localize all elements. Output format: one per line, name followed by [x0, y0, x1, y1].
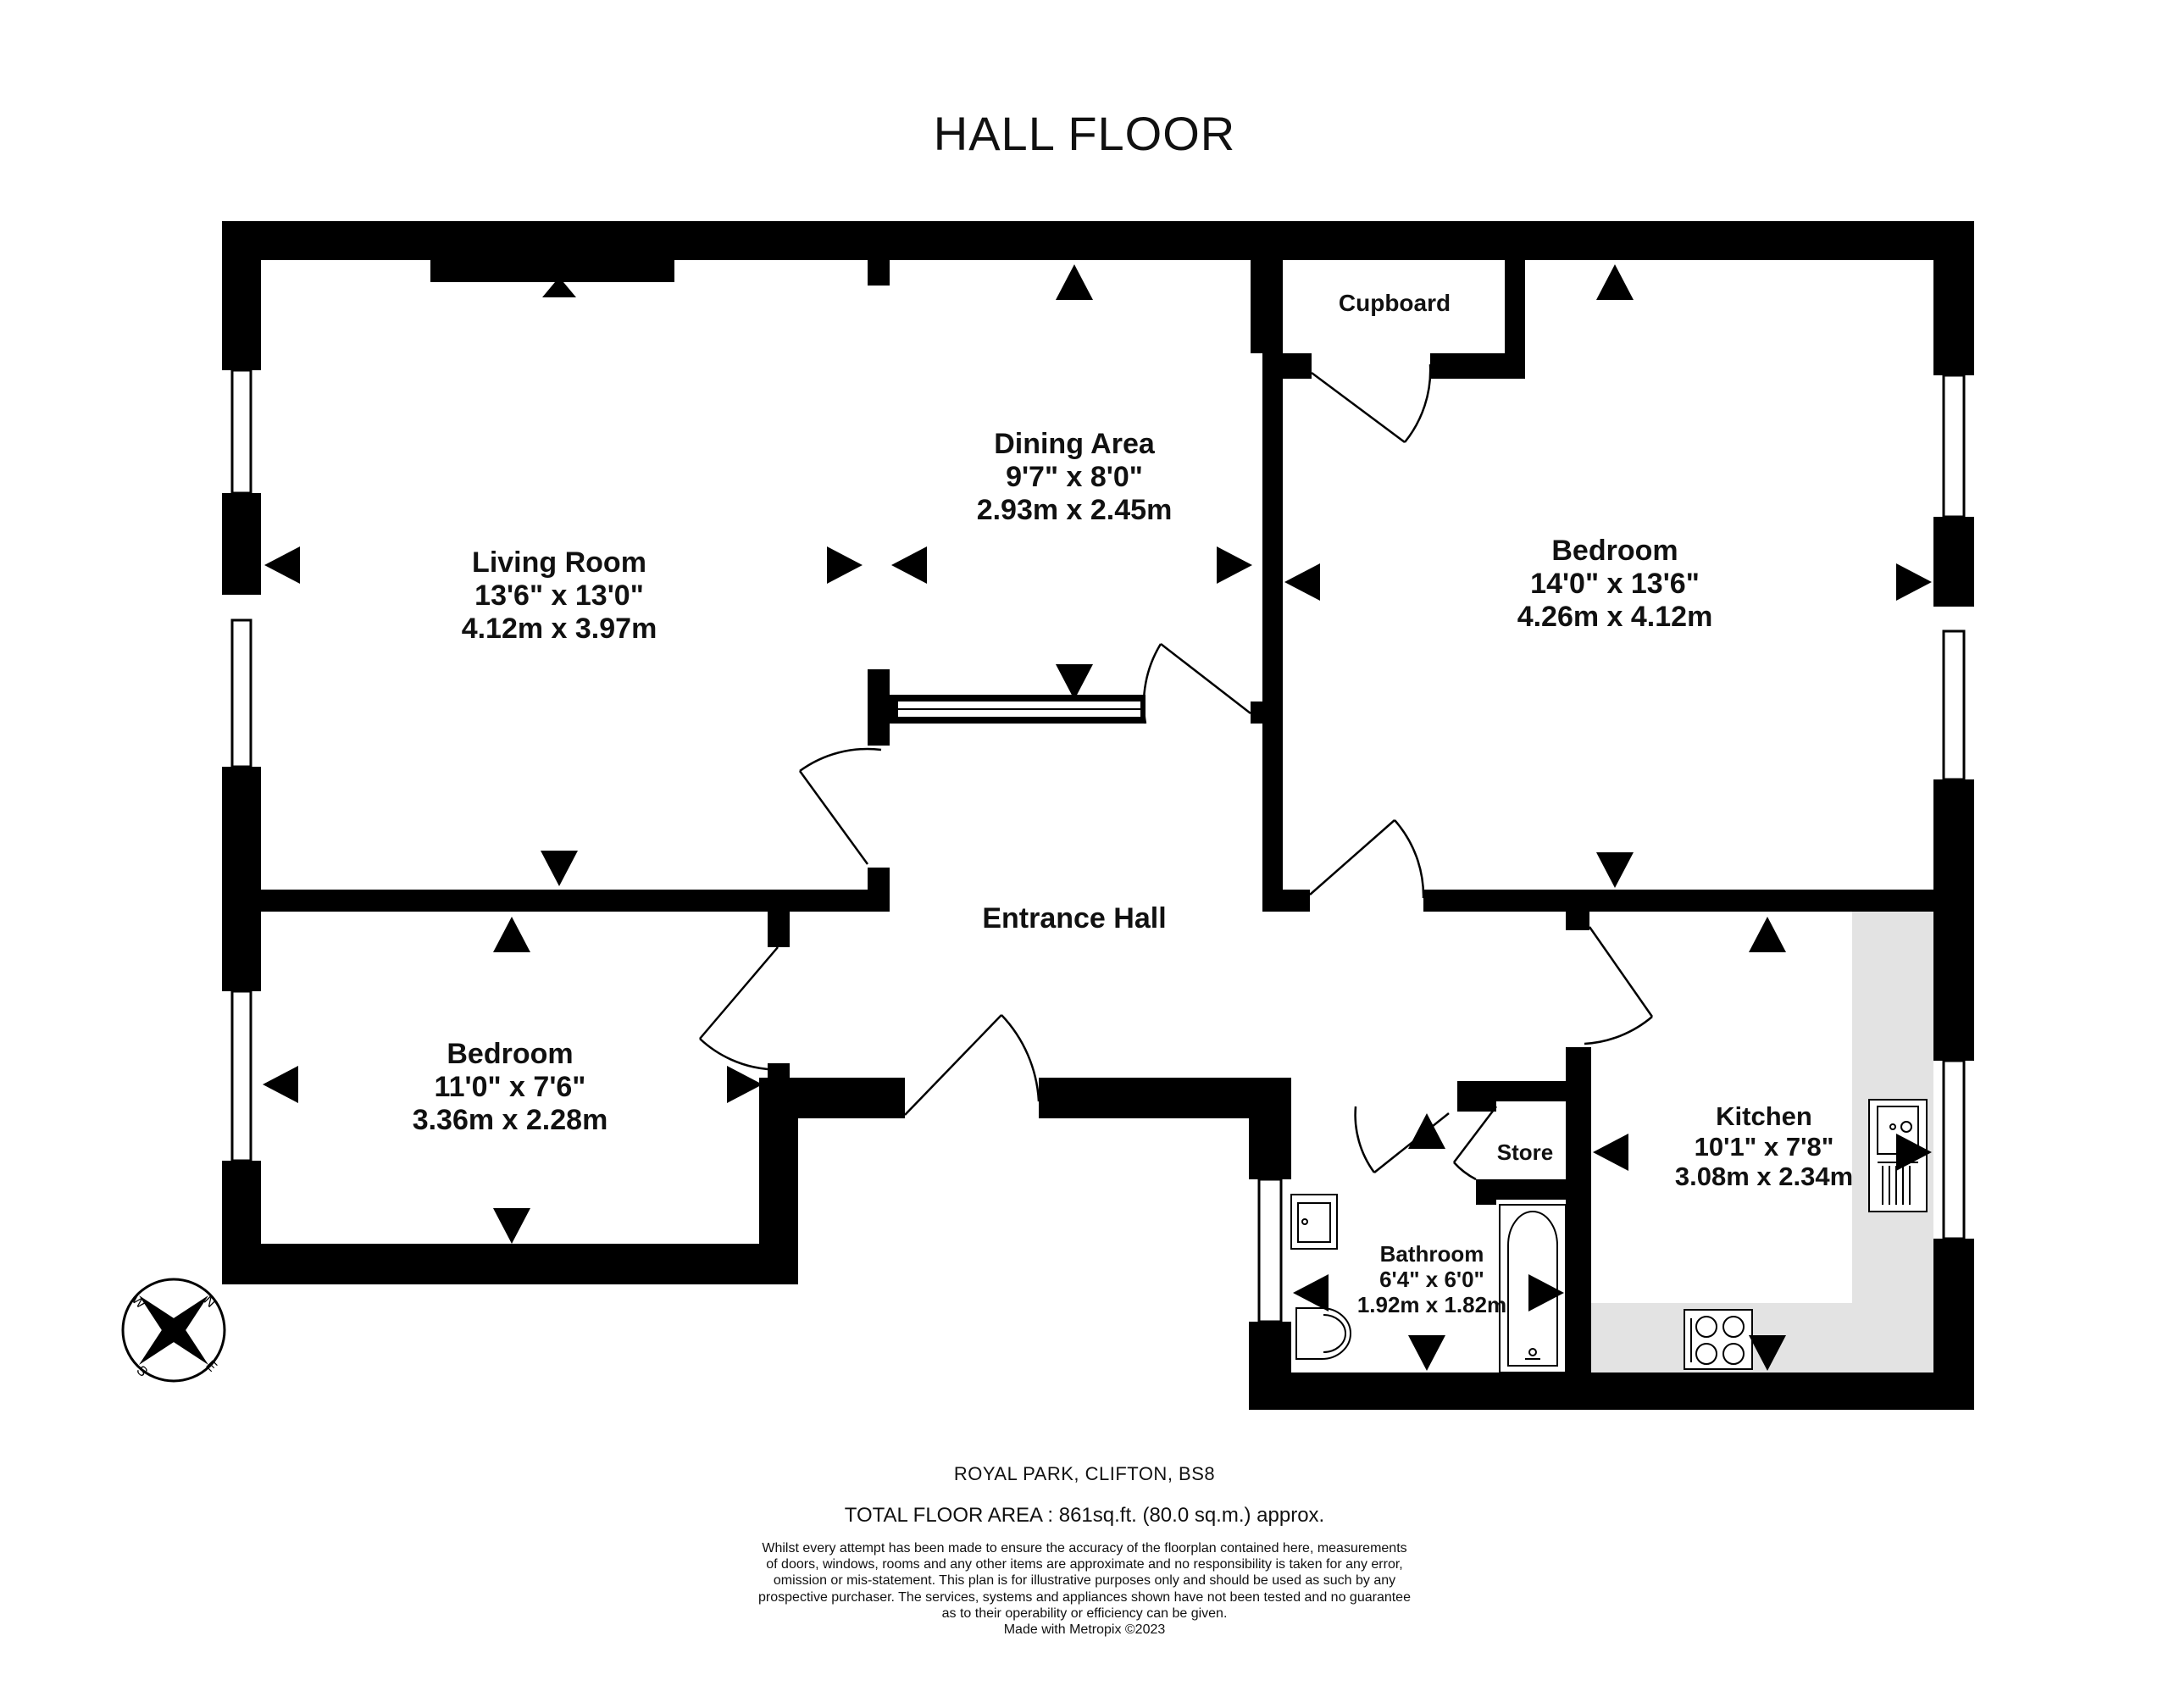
room-dimensions-metric: 3.36m x 2.28m: [412, 1104, 608, 1137]
room-label-bedroom-main: Bedroom 14'0" x 13'6" 4.26m x 4.12m: [1517, 535, 1713, 634]
compass-w: W: [129, 1292, 148, 1312]
room-label-bedroom-small: Bedroom 11'0" x 7'6" 3.36m x 2.28m: [413, 1038, 608, 1137]
room-dimensions-imperial: 14'0" x 13'6": [1530, 568, 1700, 601]
room-name: Kitchen: [1716, 1101, 1812, 1131]
room-dimensions-metric: 4.12m x 3.97m: [461, 613, 657, 646]
room-name: Entrance Hall: [982, 902, 1167, 934]
floor-title: HALL FLOOR: [933, 107, 1236, 160]
windows: [230, 369, 1966, 1323]
room-dimensions-metric: 3.08m x 2.34m: [1674, 1162, 1854, 1192]
room-name: Bathroom: [1379, 1241, 1484, 1267]
room-name: Bedroom: [447, 1038, 574, 1070]
room-name: Store: [1496, 1140, 1554, 1165]
room-label-living-room: Living Room 13'6" x 13'0" 4.12m x 3.97m: [462, 546, 657, 646]
room-label-dining-area: Dining Area 9'7" x 8'0" 2.93m x 2.45m: [977, 428, 1173, 527]
room-dimensions-imperial: 10'1" x 7'8": [1694, 1131, 1834, 1162]
room-dimensions-metric: 1.92m x 1.82m: [1356, 1291, 1507, 1317]
walls: [222, 221, 1974, 1410]
disclaimer-credit: Made with Metropix ©2023: [1003, 1622, 1166, 1637]
compass-rose: N E S W: [121, 1278, 226, 1383]
disclaimer-line: Whilst every attempt has been made to en…: [762, 1541, 1407, 1556]
disclaimer: Whilst every attempt has been made to en…: [0, 1540, 2169, 1638]
room-dimensions-imperial: 9'7" x 8'0": [1006, 461, 1143, 494]
disclaimer-line: omission or mis-statement. This plan is …: [773, 1573, 1396, 1589]
room-name: Bedroom: [1551, 535, 1678, 567]
room-dimensions-imperial: 6'4" x 6'0": [1379, 1266, 1484, 1292]
room-label-entrance-hall: Entrance Hall: [982, 902, 1166, 935]
dimension-markers: [263, 264, 1932, 1371]
disclaimer-line: of doors, windows, rooms and any other i…: [766, 1557, 1403, 1572]
total-floor-area: TOTAL FLOOR AREA : 861sq.ft. (80.0 sq.m.…: [844, 1504, 1325, 1527]
room-dimensions-metric: 2.93m x 2.45m: [976, 494, 1173, 527]
room-name: Living Room: [472, 546, 646, 579]
doors: [699, 363, 1654, 1181]
room-label-bathroom: Bathroom 6'4" x 6'0" 1.92m x 1.82m: [1356, 1241, 1507, 1318]
room-label-kitchen: Kitchen 10'1" x 7'8" 3.08m x 2.34m: [1675, 1101, 1853, 1192]
disclaimer-line: prospective purchaser. The services, sys…: [758, 1589, 1411, 1605]
room-name: Dining Area: [994, 428, 1155, 460]
room-dimensions-imperial: 11'0" x 7'6": [434, 1071, 586, 1104]
room-dimensions-metric: 4.26m x 4.12m: [1517, 601, 1713, 634]
room-label-store: Store: [1497, 1140, 1553, 1166]
room-dimensions-imperial: 13'6" x 13'0": [474, 580, 644, 613]
property-address: ROYAL PARK, CLIFTON, BS8: [953, 1463, 1216, 1484]
room-name: Cupboard: [1338, 290, 1451, 316]
compass-n: N: [201, 1294, 218, 1311]
disclaimer-line: as to their operability or efficiency ca…: [941, 1605, 1228, 1621]
window-wall-notches: [222, 518, 1974, 607]
room-label-cupboard: Cupboard: [1339, 290, 1451, 317]
